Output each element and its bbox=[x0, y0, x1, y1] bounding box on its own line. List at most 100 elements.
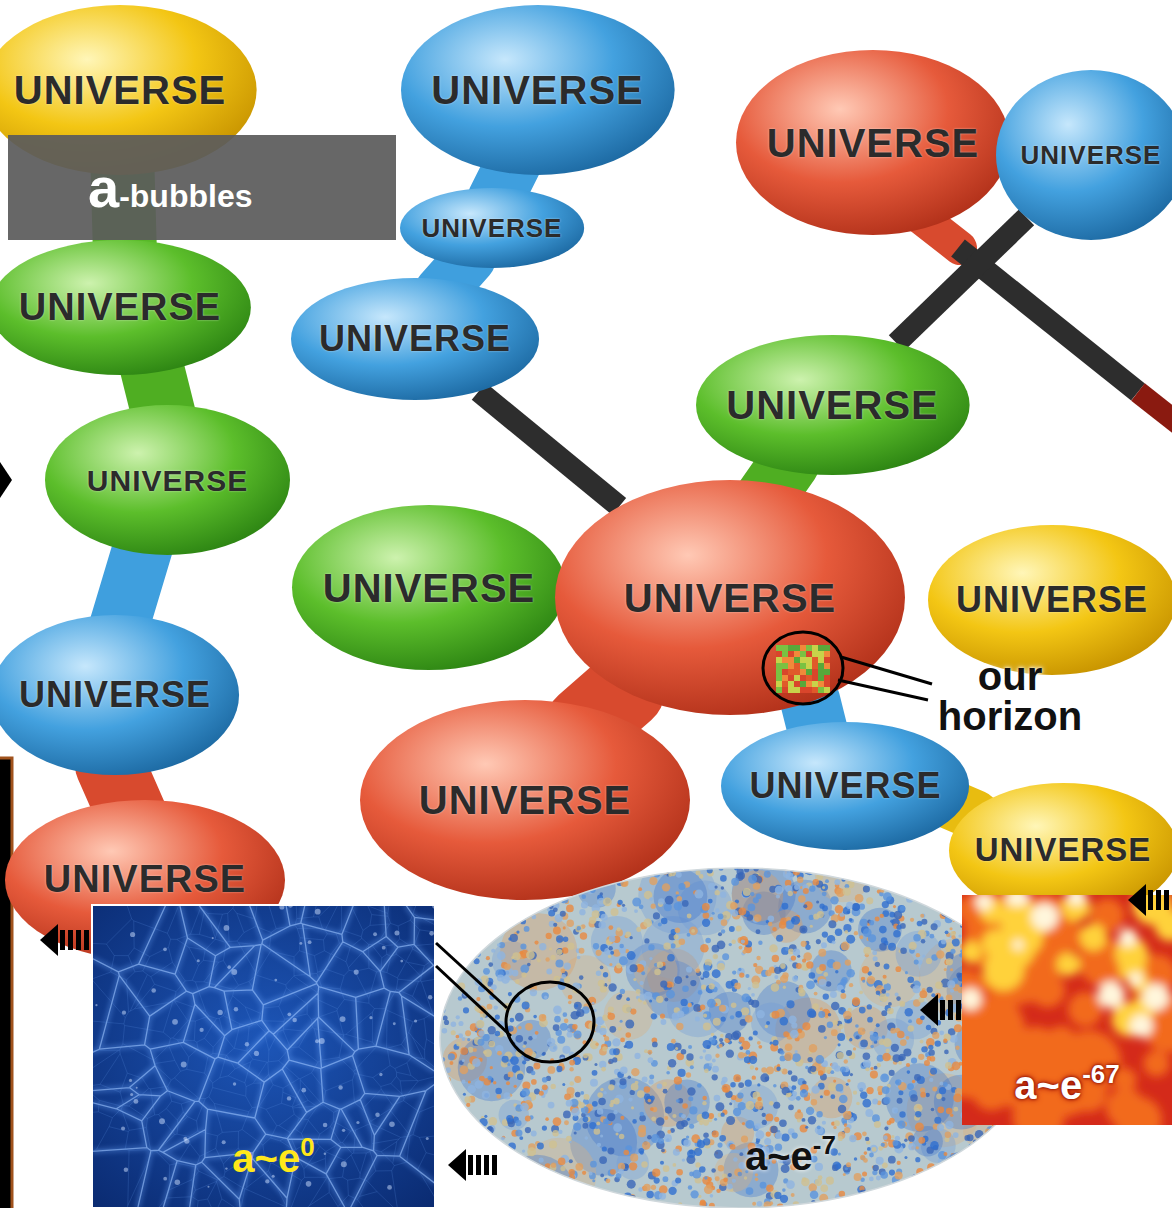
cmb-speckle bbox=[569, 1181, 576, 1188]
cmb-speckle bbox=[712, 912, 715, 915]
web-knot bbox=[129, 1079, 132, 1082]
horizon-patch bbox=[824, 663, 830, 669]
cmb-speckle bbox=[453, 1121, 459, 1127]
wormhole-tube bbox=[896, 217, 1026, 343]
cmb-speckle bbox=[970, 1169, 975, 1174]
cmb-speckle bbox=[1012, 885, 1016, 889]
cmb-speckle bbox=[609, 1026, 616, 1033]
bubble-fill bbox=[555, 480, 905, 715]
cmb-speckle bbox=[631, 1106, 634, 1109]
cmb-speckle bbox=[862, 1132, 867, 1137]
cmb-speckle bbox=[465, 887, 469, 891]
cmb-speckle bbox=[815, 1163, 823, 1171]
web-knot bbox=[122, 1011, 126, 1015]
cmb-speckle bbox=[704, 1068, 709, 1073]
cmb-speckle bbox=[579, 975, 584, 980]
cmb-speckle bbox=[888, 1156, 896, 1164]
cmb-speckle bbox=[581, 901, 588, 908]
cmb-speckle bbox=[497, 951, 506, 960]
cmb-speckle bbox=[882, 1163, 888, 1169]
cmb-speckle bbox=[897, 1120, 905, 1128]
cmb-speckle bbox=[650, 1107, 654, 1111]
horizon-patch bbox=[782, 645, 788, 651]
cmb-speckle bbox=[482, 882, 487, 887]
cmb-patch bbox=[770, 910, 803, 943]
cmb-speckle bbox=[733, 1074, 741, 1082]
cmb-speckle bbox=[730, 1015, 734, 1019]
arrow-head bbox=[40, 924, 58, 956]
horizon-patch bbox=[776, 681, 782, 687]
universe-bubble: UNIVERSE bbox=[996, 70, 1172, 240]
web-knot bbox=[151, 988, 156, 993]
cmb-speckle bbox=[624, 1150, 630, 1156]
cmb-speckle bbox=[926, 1025, 931, 1030]
cmb-speckle bbox=[663, 1089, 668, 1094]
cmb-speckle bbox=[712, 1066, 719, 1073]
cmb-speckle bbox=[950, 1035, 958, 1043]
node-decoration bbox=[763, 632, 932, 704]
cmb-patch bbox=[996, 1144, 1055, 1203]
cmb-speckle bbox=[883, 892, 892, 901]
cmb-speckle bbox=[812, 1003, 818, 1009]
cmb-speckle bbox=[911, 1058, 917, 1064]
cmb-speckle bbox=[945, 1132, 951, 1138]
cmb-speckle bbox=[733, 1157, 738, 1162]
cmb-speckle bbox=[999, 890, 1005, 896]
cmb-speckle bbox=[510, 1179, 518, 1187]
web-knot bbox=[338, 1085, 342, 1089]
web-knot bbox=[133, 1099, 138, 1104]
cmb-speckle bbox=[870, 1067, 873, 1070]
cmb-speckle bbox=[908, 1143, 915, 1150]
cmb-speckle bbox=[792, 885, 799, 892]
cmb-speckle bbox=[753, 1031, 758, 1036]
cmb-speckle bbox=[644, 1049, 648, 1053]
cmb-speckle bbox=[922, 883, 929, 890]
cmb-speckle bbox=[527, 1147, 536, 1156]
cmb-speckle bbox=[688, 1003, 692, 1007]
cmb-speckle bbox=[441, 923, 448, 930]
cmb-speckle bbox=[587, 871, 592, 876]
horizon-patch bbox=[812, 669, 818, 675]
cmb-speckle bbox=[769, 944, 777, 952]
cmb-speckle bbox=[531, 1071, 536, 1076]
cmb-speckle bbox=[844, 1059, 848, 1063]
cmb-speckle bbox=[702, 919, 710, 927]
cmb-speckle bbox=[516, 931, 519, 934]
cmb-speckle bbox=[746, 1187, 754, 1195]
web-knot bbox=[414, 1019, 417, 1022]
universe-label: UNIVERSE bbox=[419, 778, 632, 822]
universe-label: UNIVERSE bbox=[422, 214, 563, 243]
cmb-speckle bbox=[514, 1085, 517, 1088]
web-knot bbox=[373, 932, 377, 936]
cmb-speckle bbox=[525, 1127, 531, 1133]
cmb-speckle bbox=[863, 1059, 871, 1067]
cmb-speckle bbox=[520, 1202, 524, 1206]
bubble-fill bbox=[0, 240, 250, 375]
cmb-speckle bbox=[879, 926, 887, 934]
cmb-patch bbox=[499, 1100, 529, 1130]
cmb-patch bbox=[981, 1179, 1021, 1208]
cmb-speckle bbox=[620, 989, 625, 994]
cmb-speckle bbox=[939, 1030, 944, 1035]
cmb-speckle bbox=[993, 1190, 1000, 1197]
cmb-speckle bbox=[703, 1133, 709, 1139]
cmb-speckle bbox=[690, 1190, 698, 1198]
cmb-speckle bbox=[713, 1018, 721, 1026]
cmb-speckle bbox=[818, 949, 826, 957]
cmb-speckle bbox=[460, 1066, 469, 1075]
cmb-speckle bbox=[641, 971, 645, 975]
cmb-speckle bbox=[608, 1084, 614, 1090]
cmb-speckle bbox=[539, 1014, 547, 1022]
cmb-speckle bbox=[905, 1008, 913, 1016]
cmb-speckle bbox=[846, 1083, 849, 1086]
cmb-speckle bbox=[620, 1116, 624, 1120]
cmb-speckle bbox=[825, 1015, 828, 1018]
cmb-speckle bbox=[676, 1023, 683, 1030]
cmb-speckle bbox=[777, 1064, 780, 1067]
cmb-speckle bbox=[643, 919, 652, 928]
horizon-patch bbox=[794, 675, 800, 681]
cmb-patch bbox=[617, 1147, 649, 1179]
cmb-speckle bbox=[947, 884, 955, 892]
cmb-speckle bbox=[719, 1005, 726, 1012]
cmb-speckle bbox=[963, 1203, 969, 1208]
